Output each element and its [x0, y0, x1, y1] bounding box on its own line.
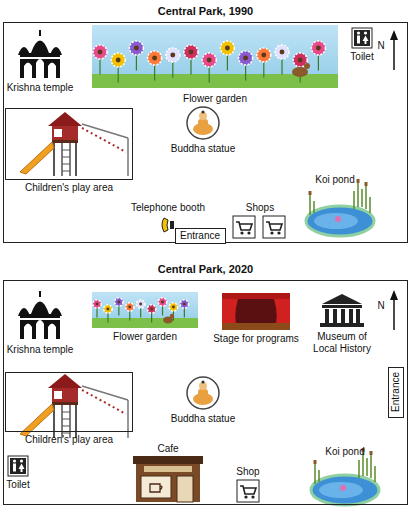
play-area-box: Children's play area	[5, 108, 133, 180]
area-name: Entrance	[180, 230, 220, 242]
place-label: Museum of Local History	[305, 331, 379, 355]
place-label: Shop	[236, 466, 259, 478]
place-label: Flower garden	[183, 93, 247, 105]
area-name: Children's play area	[6, 434, 132, 445]
place-label: Cafe	[157, 443, 178, 455]
place-label: Krishna temple	[7, 344, 74, 356]
place-label: Buddha statue	[171, 413, 236, 425]
area-name: Children's play area	[6, 182, 132, 193]
place-label: Stage for programs	[213, 333, 299, 345]
place-label: Telephone booth	[131, 202, 205, 214]
place-label: Shops	[246, 202, 274, 214]
map-title: Central Park, 1990	[4, 5, 407, 17]
area-name: Entrance	[390, 372, 402, 412]
north-label: N	[377, 300, 384, 312]
place-label: Krishna temple	[7, 82, 74, 94]
entrance-box: Entrance	[175, 228, 226, 244]
north-label: N	[377, 40, 384, 52]
map-title: Central Park, 2020	[4, 263, 407, 275]
place-label: Koi pond	[315, 174, 354, 186]
place-label: Flower garden	[113, 331, 177, 343]
place-label: Buddha statue	[171, 143, 236, 155]
place-label: Toilet	[350, 51, 373, 63]
place-label: Koi pond	[325, 446, 364, 458]
place-label: Toilet	[6, 479, 29, 491]
entrance-box: Entrance	[388, 367, 404, 418]
play-area-box: Children's play area	[5, 372, 133, 432]
map-frame-1990: Central Park, 1990Children's play areaEn…	[3, 22, 408, 243]
map-frame-2020: Central Park, 2020EntranceChildren's pla…	[3, 280, 408, 505]
